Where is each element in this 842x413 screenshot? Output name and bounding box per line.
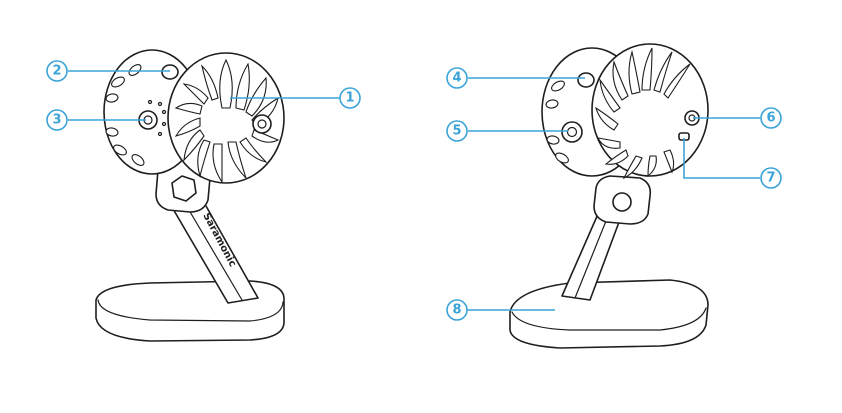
- microphone-head-right: [541, 43, 709, 180]
- callout-badge-5: 5: [446, 120, 468, 142]
- rear-grille-right: [591, 43, 709, 180]
- callout-badge-6: 6: [760, 107, 782, 129]
- front-grille-left: [167, 52, 285, 184]
- gain-knob-left: [138, 99, 167, 137]
- leader-7: [683, 138, 760, 179]
- callout-label: 5: [452, 124, 461, 139]
- desk-stand-base-right: [509, 279, 709, 349]
- callout-label: 7: [766, 171, 775, 186]
- callout-badge-2: 2: [46, 60, 68, 82]
- callout-badge-4: 4: [446, 67, 468, 89]
- callout-label: 2: [52, 64, 61, 79]
- microphone-front-view: Saramonic: [95, 49, 285, 342]
- callout-badge-3: 3: [46, 109, 68, 131]
- microphone-rear-view: [509, 43, 709, 349]
- callout-label: 6: [766, 111, 775, 126]
- microphone-head-left: [103, 49, 285, 184]
- callout-leaders: [68, 70, 760, 311]
- mute-button-right: [577, 72, 595, 88]
- mute-button-left: [161, 64, 179, 80]
- callout-badge-7: 7: [760, 167, 782, 189]
- callout-label: 4: [452, 71, 461, 86]
- callout-label: 1: [345, 91, 354, 106]
- mount-yoke-right: [593, 175, 652, 225]
- callout-label: 8: [452, 303, 461, 318]
- callout-label: 3: [52, 113, 61, 128]
- desk-stand-base-left: [95, 280, 285, 342]
- callout-badge-8: 8: [446, 299, 468, 321]
- gain-knob-right: [561, 121, 583, 143]
- callout-badge-1: 1: [339, 87, 361, 109]
